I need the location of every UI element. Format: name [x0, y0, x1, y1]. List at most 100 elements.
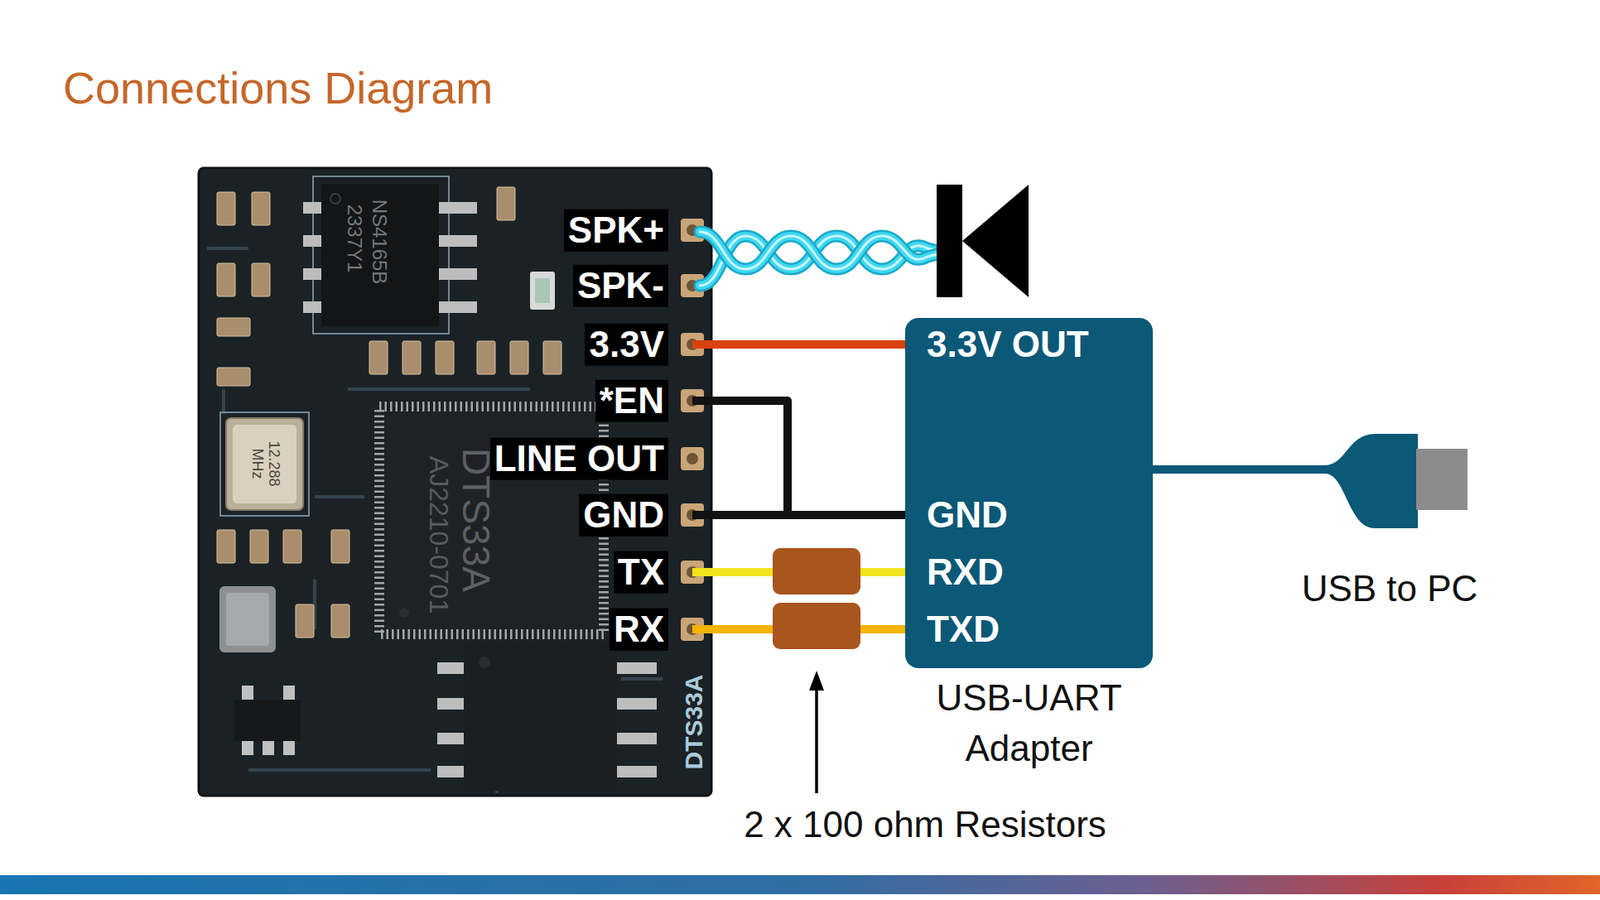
chip-lead	[435, 301, 478, 314]
chip-lead	[435, 268, 478, 280]
speaker-wire	[699, 231, 945, 270]
speaker-wire-highlight	[699, 231, 945, 270]
usb-plug-body	[1325, 433, 1418, 529]
chip-body	[463, 642, 617, 791]
speaker-wire	[699, 231, 945, 270]
pin-label: GND	[578, 494, 669, 537]
chip-marking: 2337Y1	[344, 204, 365, 274]
chip-lead	[615, 698, 657, 710]
pin-label: 3.3V	[584, 323, 669, 367]
speaker-symbol	[936, 184, 1029, 298]
smd-part	[510, 341, 529, 375]
smd-part	[250, 530, 269, 564]
crystal-lid	[232, 424, 297, 504]
wire-stub	[692, 340, 712, 349]
smd-part	[543, 341, 562, 375]
port-label: 3.3V OUT	[926, 323, 1090, 367]
smd-part	[216, 318, 251, 337]
inductor	[219, 586, 276, 653]
status-led	[530, 271, 555, 310]
wire	[711, 340, 906, 349]
wire-stub	[692, 396, 712, 405]
pin-label: *EN	[595, 380, 669, 423]
resistor-symbol	[772, 602, 861, 650]
led-lens	[534, 278, 550, 304]
port-label: TXD	[926, 608, 1000, 651]
chip-body	[321, 183, 439, 327]
smd-part	[283, 530, 302, 564]
usb-cord	[1151, 465, 1332, 474]
flash-chip	[437, 642, 657, 791]
crystal-case	[226, 418, 304, 511]
chip-marking: NS4165B	[369, 199, 390, 285]
pad-hole	[686, 453, 699, 465]
wire-stubs	[692, 344, 712, 630]
diagram-title: Connections Diagram	[62, 61, 493, 116]
wire-stub	[692, 510, 712, 520]
chip-lead	[437, 698, 466, 710]
smd-part	[216, 192, 236, 226]
board-silkscreen: DTS33A	[681, 674, 707, 770]
led-body	[530, 271, 555, 310]
chip-lead	[437, 766, 466, 778]
smd-part	[216, 367, 251, 386]
smd-part	[295, 604, 314, 638]
smd-part	[477, 341, 496, 375]
usb-label: USB to PC	[1301, 570, 1479, 608]
amplifier-chip	[303, 183, 478, 327]
chip-dot	[330, 193, 341, 204]
smd-part	[216, 530, 236, 564]
chip-lead	[437, 662, 466, 675]
device-caption: USB-UART Adapter	[913, 673, 1146, 774]
chip-lead	[435, 235, 478, 247]
footer-bar	[0, 875, 1600, 895]
pin-pad	[680, 447, 704, 471]
chip-marking: AJ2210-0701	[425, 456, 453, 614]
chip-marking: DTS33A	[457, 448, 496, 593]
chip-body	[234, 699, 301, 742]
module-board	[198, 168, 712, 796]
smd-part	[402, 341, 421, 375]
port-label: RXD	[926, 551, 1004, 594]
smd-part	[251, 263, 270, 297]
crystal	[226, 418, 304, 511]
smd-part	[435, 341, 454, 375]
resistor-symbol	[772, 548, 861, 595]
chip-dot	[478, 656, 491, 669]
smd-part	[216, 263, 236, 297]
smd-part	[331, 604, 350, 638]
smd-part	[251, 192, 270, 226]
pin-label: RX	[609, 608, 669, 651]
wire	[711, 400, 906, 516]
regulator-chip	[234, 685, 301, 756]
pin-label: LINE OUT	[490, 438, 669, 481]
chip-dot	[399, 607, 410, 618]
silkscreen-outline	[220, 412, 309, 516]
chip-lead	[435, 202, 478, 214]
wire	[711, 510, 906, 520]
silkscreen-outline	[313, 176, 449, 334]
smd-part	[331, 530, 350, 564]
leader-arrowhead	[809, 670, 825, 691]
usb-plug-metal	[1416, 448, 1468, 511]
port-label: GND	[926, 494, 1008, 537]
adapter-box: 3.3V OUTGNDRXDTXDUSB-UART Adapter	[905, 318, 1153, 669]
inductor-body	[219, 586, 276, 653]
resistor-leader	[809, 670, 825, 794]
wire-group	[711, 344, 906, 630]
speaker-twisted-pair	[699, 231, 945, 286]
chip-lead	[615, 732, 657, 745]
usb-cable	[1151, 433, 1468, 529]
speaker-cone	[962, 184, 1029, 298]
chip-lead	[615, 662, 657, 675]
resistor-symbols	[772, 548, 861, 650]
resistor-callout: 2 x 100 ohm Resistors	[743, 806, 1107, 844]
pin-label: SPK+	[563, 209, 669, 252]
inductor-top	[226, 592, 270, 646]
smd-part	[496, 187, 516, 221]
leader-line	[814, 687, 819, 794]
crystal-marking: 12.288 MHz	[248, 434, 282, 493]
pin-label: TX	[613, 551, 669, 594]
wire-stub	[692, 625, 712, 634]
